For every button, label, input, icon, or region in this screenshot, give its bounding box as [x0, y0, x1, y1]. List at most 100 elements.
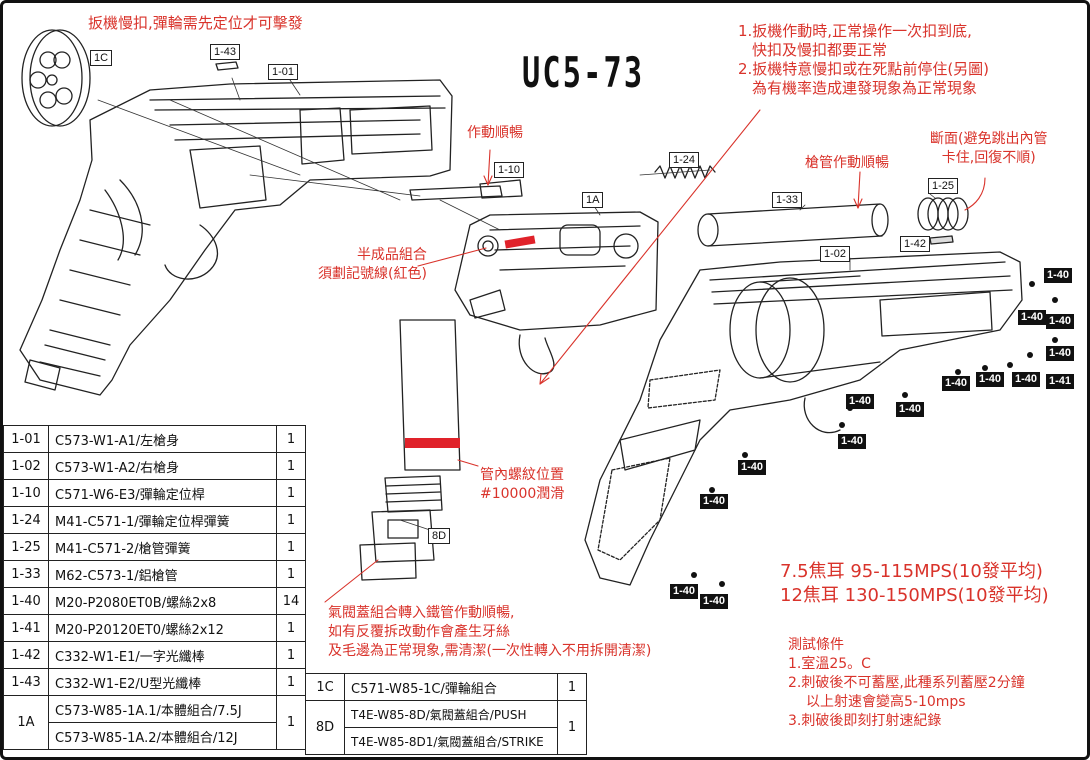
part-tag-1-10: 1-10 — [494, 162, 525, 178]
part-tag-1-25: 1-25 — [928, 178, 959, 194]
part-desc: M62-C573-1/鋁槍管 — [48, 560, 277, 588]
cross-section-line-1: 斷面(避免跳出內管 — [930, 131, 1048, 147]
right-body-1-02 — [584, 251, 1023, 586]
test-condition-3: 3.刺破後即刻打射速紀錄 — [788, 713, 942, 729]
screw-tag: 1-40 — [738, 460, 767, 475]
cylinder-wheel-1c — [21, 29, 91, 127]
part-tag-8d: 8D — [428, 528, 451, 544]
part-desc: C571-W6-E3/彈輪定位桿 — [48, 479, 277, 507]
part-no: 1-02 — [3, 452, 49, 480]
barrel-smooth-note: 槍管作動順暢 — [805, 155, 889, 171]
thread-position-line-1: 管內螺紋位置 — [480, 467, 564, 483]
part-desc: C332-W1-E1/一字光纖棒 — [48, 641, 277, 669]
air-tube — [399, 319, 461, 471]
semi-finished-note: 半成品組合 須劃記號線(紅色) — [318, 246, 427, 284]
part-desc: M41-C571-1/彈輪定位桿彈簧 — [48, 506, 277, 534]
model-title: UC5-73 — [522, 48, 645, 97]
trigger-note-line-1: 1.扳機作動時,正常操作一次扣到底, — [738, 22, 972, 40]
part-no: 1-42 — [3, 641, 49, 669]
screw-tag: 1-40 — [1018, 310, 1047, 325]
part-no-8d: 8D — [305, 700, 345, 755]
valve-cap-line-2: 如有反覆拆改動作會產生牙絲 — [328, 624, 510, 640]
screw-tag: 1-40 — [838, 434, 867, 449]
screw-tag: 1-40 — [1044, 268, 1073, 283]
part-qty: 1 — [276, 533, 306, 561]
part-no: 1-25 — [3, 533, 49, 561]
rod-1-10 — [409, 185, 503, 201]
test-conditions: 測試條件 1.室溫25。C 2.刺破後不可蓄壓,此種系列蓄壓2分鐘 以上射速會變… — [788, 636, 1025, 731]
part-no-1a: 1A — [3, 695, 49, 750]
u-fiber-rod-1-43 — [215, 61, 239, 71]
valve-cap-line-1: 氣閥蓋組合轉入鐵管作動順暢, — [328, 605, 515, 621]
screw-tag: 1-40 — [670, 584, 699, 599]
cross-section-note: 斷面(避免跳出內管 卡住,回復不順) — [930, 130, 1047, 168]
thread-position-line-2: #10000潤滑 — [480, 486, 565, 502]
part-qty-1c: 1 — [557, 673, 587, 701]
part-qty: 1 — [276, 668, 306, 696]
semi-finished-line-2: 須劃記號線(紅色) — [318, 266, 427, 282]
part-tag-1a: 1A — [582, 192, 604, 208]
trigger-note-line-2: 快扣及慢扣都要正常 — [752, 41, 888, 59]
part-tag-1-43: 1-43 — [210, 44, 241, 60]
screw-tag: 1-40 — [976, 372, 1005, 387]
trigger-note-line-3: 2.扳機特意慢扣或在死點前停住(另圖) — [738, 60, 990, 78]
table-row-1c: 1C C571-W85-1C/彈輪組合 1 — [305, 673, 587, 701]
velocity-7-5j: 7.5焦耳 95-115MPS(10發平均) — [780, 561, 1043, 582]
screw-tag: 1-40 — [942, 376, 971, 391]
action-smooth-note: 作動順暢 — [467, 125, 523, 141]
part-qty: 1 — [276, 425, 306, 453]
part-desc-1c: C571-W85-1C/彈輪組合 — [344, 673, 558, 701]
trigger-slow-pull-note: 扳機慢扣,彈輪需先定位才可擊發 — [88, 14, 303, 32]
inner-assembly-1a — [454, 211, 659, 375]
screw-tag: 1-41 — [1046, 374, 1075, 389]
part-no: 1-01 — [3, 425, 49, 453]
part-tag-1-02: 1-02 — [820, 246, 851, 262]
test-conditions-heading: 測試條件 — [788, 637, 844, 653]
barrel-spring-1-25 — [917, 197, 969, 231]
velocity-12j: 12焦耳 130-150MPS(10發平均) — [780, 585, 1049, 606]
part-no: 1-41 — [3, 614, 49, 642]
part-desc: C332-W1-E2/U型光纖棒 — [48, 668, 277, 696]
part-desc: C573-W1-A1/左槍身 — [48, 425, 277, 453]
part-tag-1-24: 1-24 — [669, 152, 700, 168]
velocity-spec: 7.5焦耳 95-115MPS(10發平均) 12焦耳 130-150MPS(1… — [780, 560, 1049, 608]
part-desc-1a-2: C573-W85-1A.2/本體組合/12J — [48, 722, 277, 750]
part-qty-8d: 1 — [557, 700, 587, 755]
part-qty: 1 — [276, 614, 306, 642]
valve-cap-8d — [359, 475, 443, 581]
red-leaders — [324, 109, 986, 603]
part-tag-1c: 1C — [90, 50, 113, 66]
part-no-1c: 1C — [305, 673, 345, 701]
part-qty: 1 — [276, 560, 306, 588]
part-qty: 1 — [276, 641, 306, 669]
part-qty-1a: 1 — [276, 695, 306, 750]
left-body-1-01 — [19, 79, 453, 396]
part-desc: M20-P2080ET0B/螺絲2x8 — [48, 587, 277, 615]
test-condition-2: 2.刺破後不可蓄壓,此種系列蓄壓2分鐘 — [788, 675, 1025, 691]
table-row-8d-2: T4E-W85-8D1/氣閥蓋組合/STRIKE — [306, 727, 587, 755]
part-desc-8d-1: T4E-W85-8D/氣閥蓋組合/PUSH — [344, 700, 558, 728]
fiber-rod-1-42 — [929, 235, 954, 245]
part-qty: 1 — [276, 506, 306, 534]
part-tag-1-01: 1-01 — [268, 64, 299, 80]
trigger-note-block: 1.扳機作動時,正常操作一次扣到底, 快扣及慢扣都要正常 2.扳機特意慢扣或在死… — [738, 22, 989, 98]
part-desc-1a-1: C573-W85-1A.1/本體組合/7.5J — [48, 695, 277, 723]
cross-section-line-2: 卡住,回復不順) — [941, 150, 1036, 166]
part-qty: 1 — [276, 452, 306, 480]
screw-tag: 1-40 — [896, 402, 925, 417]
part-no: 1-40 — [3, 587, 49, 615]
part-desc: M41-C571-2/槍管彈簧 — [48, 533, 277, 561]
valve-cap-note: 氣閥蓋組合轉入鐵管作動順暢, 如有反覆拆改動作會產生牙絲 及毛邊為正常現象,需清… — [328, 604, 651, 661]
aluminum-barrel-1-33 — [697, 203, 889, 247]
part-no: 1-43 — [3, 668, 49, 696]
